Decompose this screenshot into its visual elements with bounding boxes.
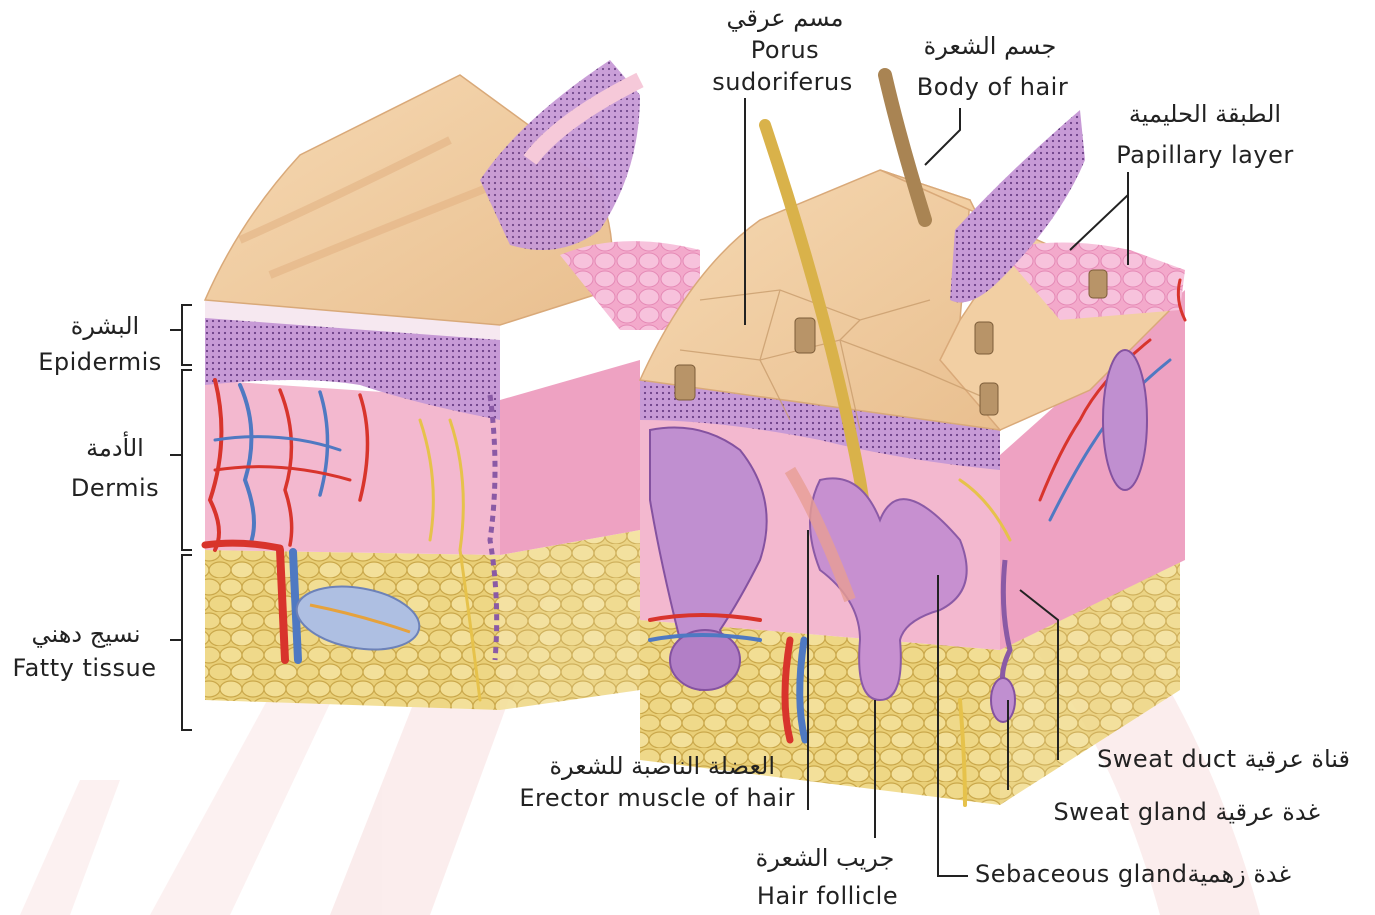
- epidermis-label-ar: البشرة: [50, 314, 160, 338]
- body-of-hair-label-en: Body of hair: [895, 75, 1090, 99]
- hair-follicle-label-en: Hair follicle: [735, 884, 920, 908]
- fatty-tissue-label-en: Fatty tissue: [2, 656, 167, 680]
- right-skin-block: [640, 75, 1185, 805]
- porus-label-ar: مسم عرقي: [700, 6, 870, 30]
- papillary-layer-label-en: Papillary layer: [1095, 143, 1315, 167]
- epidermis-bracket: [182, 305, 192, 365]
- dermis-label-en: Dermis: [60, 476, 170, 500]
- dermis-label-ar: الأدمة: [60, 436, 170, 460]
- papillary-layer-label-ar: الطبقة الحليمية: [1100, 102, 1310, 126]
- porus-label-en-2: sudoriferus: [690, 70, 875, 94]
- body-of-hair-label-ar: جسم الشعرة: [900, 34, 1080, 58]
- dermis-bracket: [182, 370, 192, 550]
- fatty-tissue-label-ar: نسيج دهني: [6, 622, 166, 646]
- erector-muscle-label-en: Erector muscle of hair: [455, 786, 795, 810]
- hair-follicle-label-ar: جريب الشعرة: [740, 846, 910, 870]
- epidermis-label-en: Epidermis: [30, 350, 170, 374]
- sebaceous-gland-label: Sebaceous glandغدة زهمية: [975, 862, 1365, 886]
- left-skin-block: [205, 60, 700, 710]
- erector-muscle-label-ar: العضلة الناصبة للشعرة: [480, 754, 775, 778]
- body-of-hair-leader: [925, 108, 960, 165]
- fatty-bracket: [182, 555, 192, 730]
- sweat-gland-label: Sweat gland غدة عرقية: [995, 800, 1320, 824]
- porus-label-en-1: Porus: [710, 38, 860, 62]
- sweat-duct-label: Sweat duct قناة عرقية: [1040, 747, 1350, 771]
